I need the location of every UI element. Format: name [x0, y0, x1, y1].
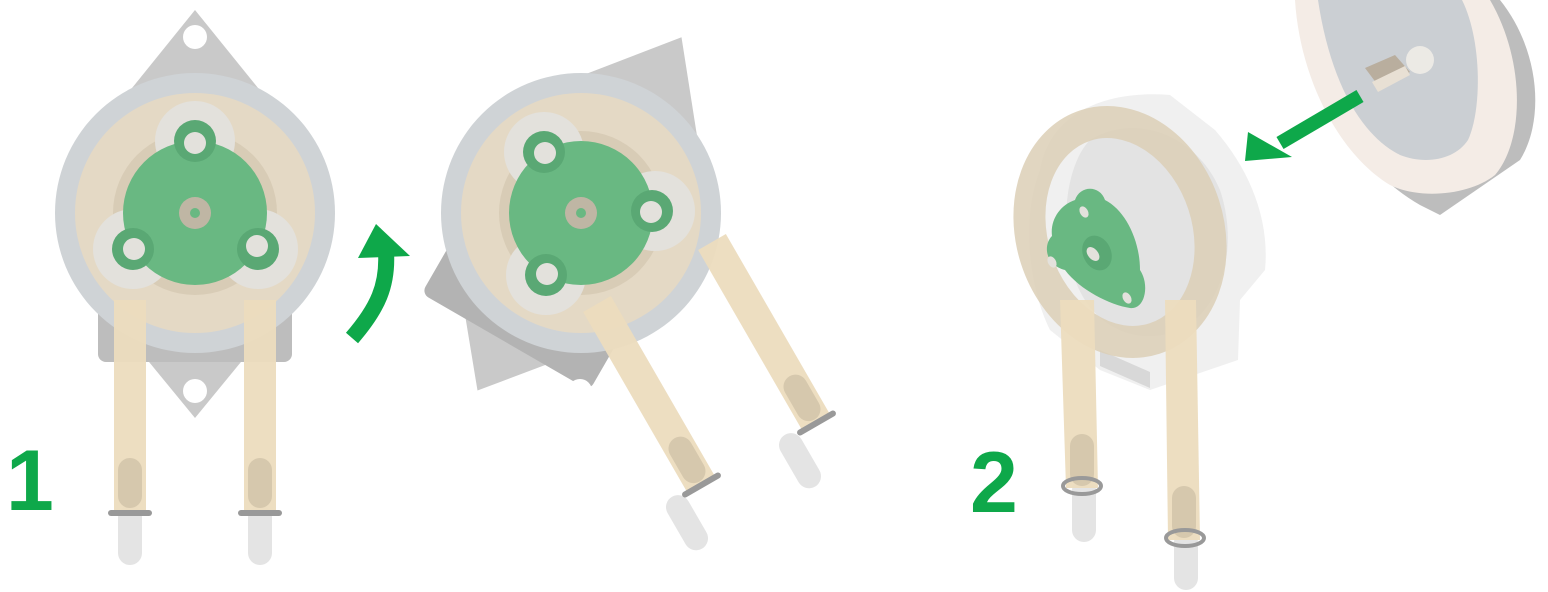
bracket-hole-top	[183, 25, 207, 49]
roller-pin-left	[123, 238, 145, 260]
roller-pin-top	[184, 132, 206, 154]
roller-pin-right	[246, 235, 268, 257]
roller-pin-a-rotated	[534, 142, 556, 164]
tube-insert-left	[118, 458, 142, 508]
pump-rotated-view	[387, 0, 837, 555]
pump-perspective-view	[1002, 0, 1536, 590]
tube-clamp-left	[108, 510, 152, 516]
pipe-stub-left-rotated	[662, 491, 713, 555]
bracket-hole-top-rotated	[569, 25, 593, 49]
tube-clamp-right	[238, 510, 282, 516]
step-number-2: 2	[970, 435, 1018, 531]
pump-front-view	[55, 10, 335, 565]
bracket-hole-bottom	[183, 379, 207, 403]
rotor-shaft	[190, 208, 200, 218]
pipe-stub-right-rotated	[775, 429, 826, 493]
roller-pin-c-rotated	[536, 263, 558, 285]
roller-pin-b-rotated	[640, 201, 662, 223]
bracket-hole-bottom-rotated	[568, 379, 592, 403]
tube-insert-right	[248, 458, 272, 508]
step-number-1: 1	[6, 433, 54, 529]
curved-rotate-arrow-icon	[352, 224, 410, 338]
